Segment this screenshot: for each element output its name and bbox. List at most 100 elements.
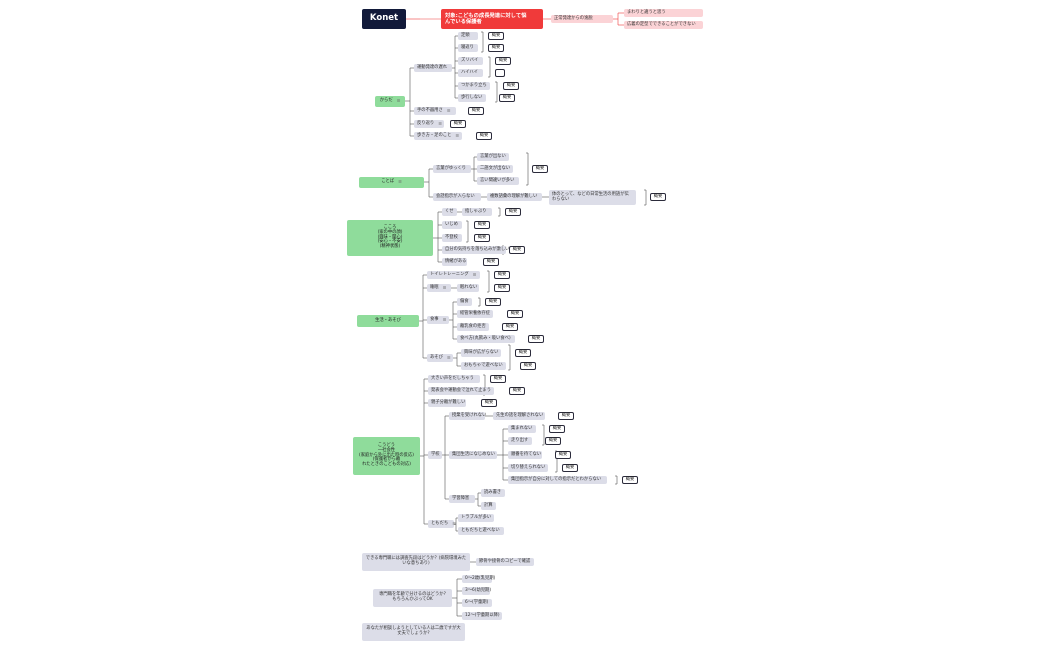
item-no-walk[interactable]: 歩行しない	[458, 94, 486, 102]
summary-badge[interactable]: 概要	[549, 425, 565, 433]
root-node[interactable]: 対象:こどもの成長発達に対して悩 んでいる保護者	[441, 9, 543, 29]
item-mistakes[interactable]: 言い間違いが多い	[477, 177, 519, 185]
category-body[interactable]: からだ☰	[375, 96, 405, 107]
item-rolling[interactable]: 寝返り	[458, 44, 478, 52]
summary-badge[interactable]: 概要	[509, 387, 525, 395]
summary-badge[interactable]: 概要	[545, 437, 561, 445]
item-math[interactable]: 計算	[481, 502, 496, 510]
group-meal[interactable]: 食事☰	[427, 316, 449, 324]
group-toilet[interactable]: トイレトレーニング☰	[427, 271, 480, 279]
item-reading[interactable]: 読み書き	[481, 489, 505, 497]
group-motor-delay[interactable]: 運動発達の遅れ	[414, 64, 452, 72]
category-mind[interactable]: こころ (家の中の顔) (興味・関心) (安心・不安) (精神状態)	[347, 220, 433, 256]
summary-badge[interactable]: 概要	[474, 221, 490, 229]
summary-badge[interactable]: 概要	[499, 94, 515, 102]
age-school[interactable]: 6～(学童期)	[462, 599, 492, 607]
item-separation[interactable]: 親子分離が難しい	[428, 399, 466, 407]
item-event-cry[interactable]: 発表会や運動会で泣れて止まう	[428, 387, 494, 395]
item-bullying[interactable]: いじめ	[442, 221, 462, 229]
summary-badge[interactable]: 概要	[507, 310, 523, 318]
summary-badge[interactable]: 概要	[468, 107, 484, 115]
item-vocab-understanding[interactable]: 複数語彙の理解が難しい	[487, 193, 542, 201]
group-play[interactable]: あそび☰	[427, 354, 453, 362]
item-crawl[interactable]: ハイハイ	[458, 69, 483, 77]
summary-badge[interactable]: 概要	[622, 476, 638, 484]
summary-badge[interactable]: 概要	[528, 335, 544, 343]
summary-badge[interactable]: 概要	[485, 298, 501, 306]
item-school-refusal[interactable]: 不登校	[442, 234, 462, 242]
item-teacher-talk[interactable]: 先生の話を理解されない	[493, 412, 545, 420]
group-arch-back[interactable]: 反り返り☰	[414, 120, 444, 128]
summary-badge[interactable]: 概要	[520, 362, 536, 370]
item-mood-swings[interactable]: 自分の気持ちを落ち込みが激しい	[442, 246, 509, 254]
item-no-words[interactable]: 言葉が出ない	[477, 153, 509, 161]
item-habit[interactable]: くせ	[442, 208, 457, 216]
category-life-play[interactable]: 生活・あそび	[357, 315, 419, 327]
item-pull-stand[interactable]: つかまり立ち	[458, 82, 490, 90]
item-class-trouble[interactable]: 授業を受けれない	[449, 412, 486, 420]
summary-badge[interactable]: 概要	[476, 132, 492, 140]
item-no-toy-play[interactable]: おもちゃで遊べない	[461, 362, 506, 370]
group-hand-clumsy[interactable]: 手の不器用さ☰	[414, 107, 456, 115]
group-sleep[interactable]: 睡眠☰	[427, 284, 451, 292]
question-age-split[interactable]: 専門職を年齢で分けるのはどうか? もちろんかぶってOK	[373, 589, 452, 607]
item-no-two-word[interactable]: 二語文が出ない	[477, 165, 513, 173]
age-infant[interactable]: 0～2歳(乳児期)	[462, 575, 495, 583]
item-group-instruction[interactable]: 集団指示が自分に対しての指示だとわからない	[508, 476, 607, 484]
group-no-instruction[interactable]: 会話指示が入らない	[433, 193, 481, 201]
summary-badge[interactable]: 概要	[555, 451, 571, 459]
question-age-ok[interactable]: あなたが相談しようとしている人は二歳ですが大丈夫でしょうか?	[362, 623, 465, 641]
group-friends[interactable]: ともだち☰	[428, 520, 456, 528]
item-no-friend-play[interactable]: ともだちと遊べない	[458, 527, 504, 535]
summary-badge[interactable]: 概要	[515, 349, 531, 357]
root-leaf-1[interactable]: まわりと違うと思う	[624, 9, 703, 17]
item-tube-feeding[interactable]: 経管栄養依存症	[457, 310, 493, 318]
root-child-node[interactable]: 正常発達からの逸脱	[551, 15, 613, 23]
age-toddler[interactable]: 3～6(幼児期)	[462, 587, 491, 595]
summary-badge[interactable]: 概要	[488, 44, 504, 52]
summary-badge[interactable]: 概要	[502, 323, 518, 331]
item-switch[interactable]: 切り替えられない	[508, 464, 548, 472]
summary-badge[interactable]: 概要	[490, 375, 506, 383]
summary-badge[interactable]: 概要	[495, 57, 511, 65]
summary-badge[interactable]: 概要	[481, 399, 497, 407]
summary-badge[interactable]: 概要	[509, 246, 525, 254]
item-learning-disability[interactable]: 学習障害	[449, 495, 475, 503]
summary-badge[interactable]: 概要	[450, 120, 466, 128]
question-facility[interactable]: できる専門職には調査先段はどうか？(病院環境みたいな意ちあり)	[362, 553, 470, 571]
age-teen[interactable]: 12～(学童期以降)	[462, 612, 502, 620]
category-language[interactable]: ことば☰	[359, 177, 424, 188]
item-cannot-sleep[interactable]: 眠れない	[457, 284, 479, 292]
summary-badge[interactable]: 概要	[558, 412, 574, 420]
item-narrow-interest[interactable]: 興味が広がらない	[461, 349, 501, 357]
item-crawl-belly[interactable]: ズリバイ	[458, 57, 483, 65]
summary-badge[interactable]: 概要	[562, 464, 578, 472]
summary-badge[interactable]: 概要	[483, 258, 499, 266]
item-gather[interactable]: 集まれない	[508, 425, 536, 433]
summary-badge[interactable]: 概要	[650, 193, 666, 201]
group-school[interactable]: 学校	[428, 451, 442, 459]
item-trouble[interactable]: トラブルが多い	[458, 514, 494, 522]
summary-badge[interactable]: 概要	[503, 82, 519, 90]
item-wait-turn[interactable]: 順番を待てない	[508, 451, 542, 459]
group-slow-speech[interactable]: 言葉がゆっくり	[433, 165, 471, 173]
item-eating-style[interactable]: 食べ方(丸飲み・吸い食べ)	[457, 335, 515, 343]
group-gait[interactable]: 歩き方・足のこと☰	[414, 132, 462, 140]
summary-badge[interactable]: 概要	[505, 208, 521, 216]
item-weaning-refusal[interactable]: 離乳食の拒否	[457, 323, 489, 331]
summary-badge[interactable]: 概要	[488, 32, 504, 40]
root-leaf-2[interactable]: 広義の定型でできることができない	[624, 21, 703, 29]
item-emotion[interactable]: 情緒がある	[442, 258, 467, 266]
item-thumb-suck[interactable]: 指しゃぶり	[462, 208, 492, 216]
item-head-control[interactable]: 定頸	[458, 32, 478, 40]
summary-badge[interactable]: 概要	[532, 165, 548, 173]
item-daily-terms[interactable]: 体のとって、などの日常生活の用語が伝わらない	[549, 190, 636, 205]
item-loud-voice[interactable]: 大きい声をだしちゃう	[428, 375, 480, 383]
item-group-life[interactable]: 集団生活になじめない	[449, 451, 497, 459]
item-run-out[interactable]: 走り出す	[508, 437, 532, 445]
summary-badge[interactable]: 概要	[474, 234, 490, 242]
summary-badge[interactable]	[495, 69, 505, 77]
summary-badge[interactable]: 概要	[494, 284, 510, 292]
category-behavior[interactable]: こうどう 一社会性 (家庭から外に出た時の反応) (保護者から離 れたときのこど…	[353, 437, 420, 475]
item-copy-check[interactable]: 節骨や接骨のコピーで確認	[476, 558, 534, 566]
